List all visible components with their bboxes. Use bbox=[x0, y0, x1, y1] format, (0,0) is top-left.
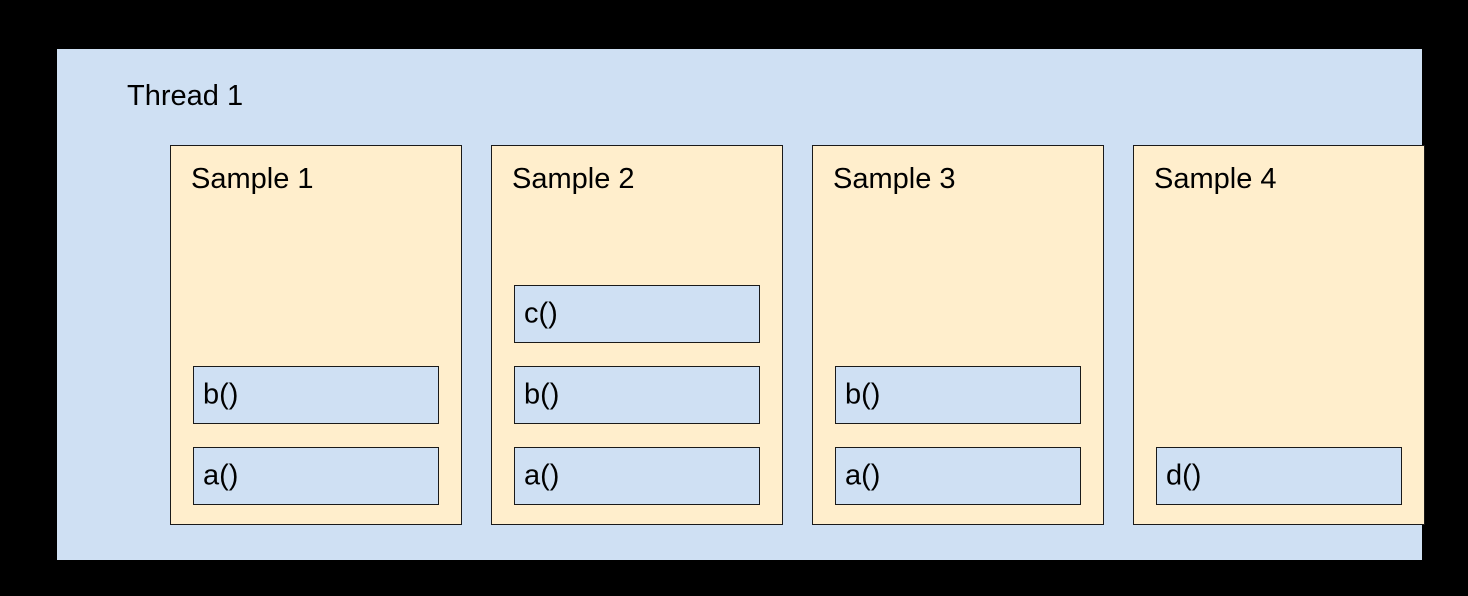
stack-frame-label: b() bbox=[845, 378, 881, 411]
frame-stack: b() a() bbox=[193, 366, 439, 505]
sample-label: Sample 3 bbox=[833, 163, 956, 195]
stack-frame-box[interactable]: a() bbox=[514, 447, 760, 505]
stack-frame-label: a() bbox=[524, 459, 560, 492]
sample-label: Sample 4 bbox=[1154, 163, 1277, 195]
stack-frame-label: a() bbox=[203, 459, 239, 492]
sample-box[interactable]: Sample 1 b() a() bbox=[170, 145, 462, 525]
stack-frame-box[interactable]: c() bbox=[514, 285, 760, 343]
sample-label: Sample 2 bbox=[512, 163, 635, 195]
stack-frame-box[interactable]: b() bbox=[514, 366, 760, 424]
thread-label: Thread 1 bbox=[127, 80, 244, 112]
stack-frame-label: a() bbox=[845, 459, 881, 492]
samples-row: Sample 1 b() a() Sample 2 c() b() a() Sample 3 b… bbox=[113, 145, 1425, 525]
stack-frame-box[interactable]: a() bbox=[835, 447, 1081, 505]
sample-label: Sample 1 bbox=[191, 163, 314, 195]
frame-stack: b() a() bbox=[835, 366, 1081, 505]
sample-box[interactable]: Sample 4 d() bbox=[1133, 145, 1425, 525]
stack-frame-box[interactable]: d() bbox=[1156, 447, 1402, 505]
sample-box[interactable]: Sample 2 c() b() a() bbox=[491, 145, 783, 525]
stack-frame-label: d() bbox=[1166, 459, 1202, 492]
frame-stack: c() b() a() bbox=[514, 285, 760, 505]
thread-panel: Thread 1 Sample 1 b() a() Sample 2 c() b() a()… bbox=[57, 49, 1425, 560]
stack-frame-label: b() bbox=[524, 378, 560, 411]
stack-frame-box[interactable]: b() bbox=[835, 366, 1081, 424]
frame-stack: d() bbox=[1156, 447, 1402, 505]
stack-frame-label: b() bbox=[203, 378, 239, 411]
stack-frame-label: c() bbox=[524, 297, 558, 330]
stack-frame-box[interactable]: b() bbox=[193, 366, 439, 424]
sample-box[interactable]: Sample 3 b() a() bbox=[812, 145, 1104, 525]
stack-frame-box[interactable]: a() bbox=[193, 447, 439, 505]
